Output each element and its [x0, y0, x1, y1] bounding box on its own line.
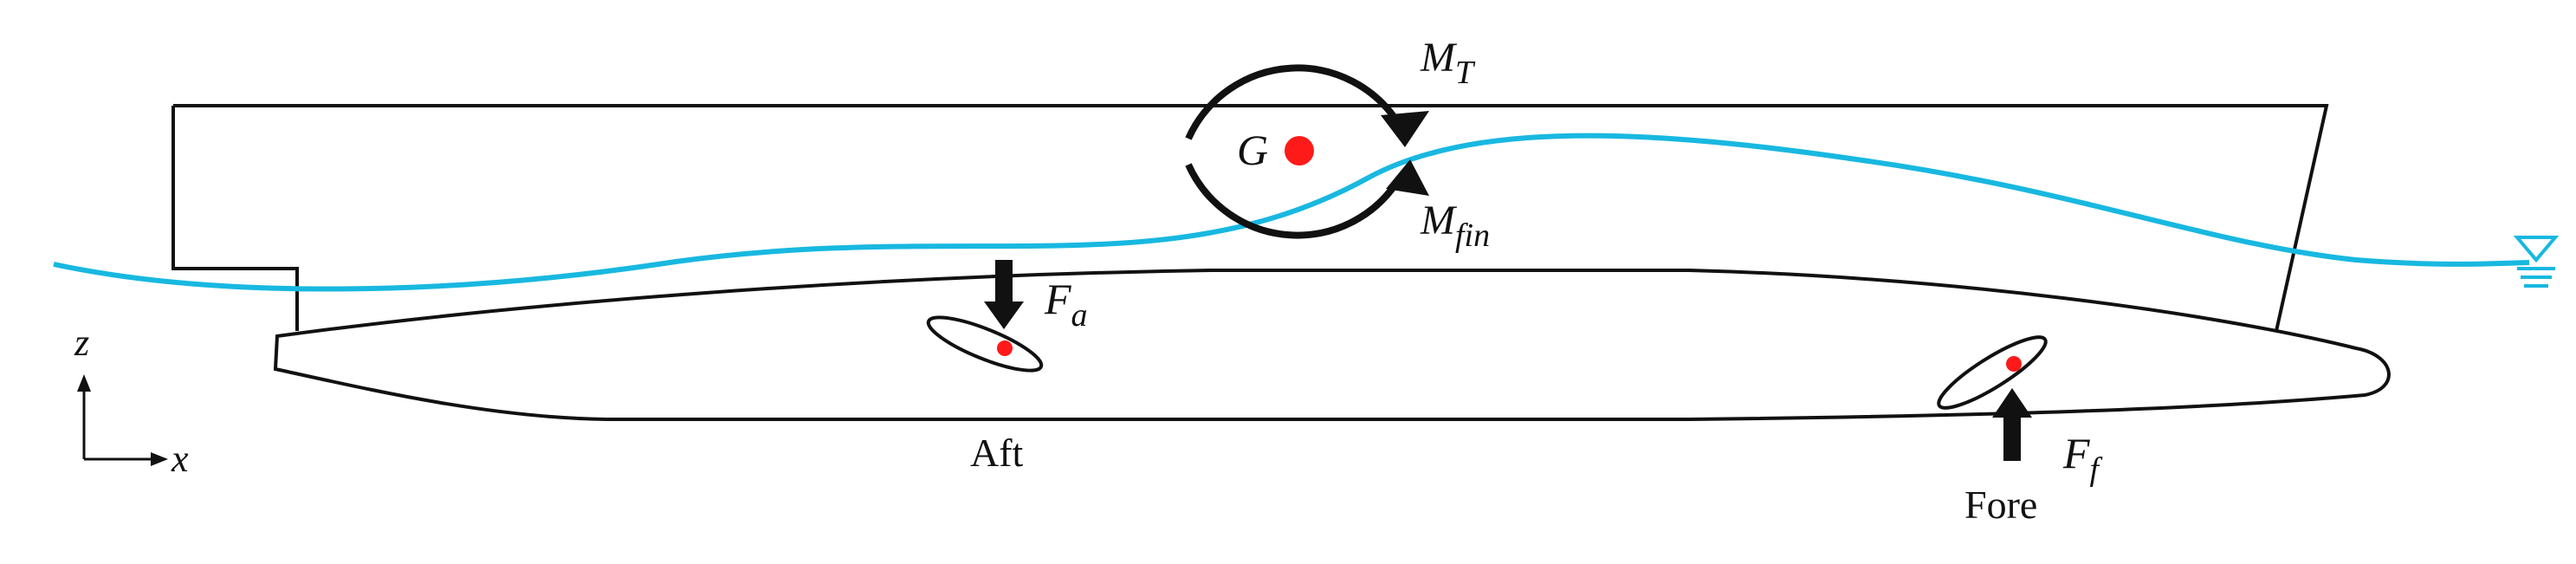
- center-of-gravity-point: [1285, 136, 1314, 165]
- fore-foil-section: [1937, 335, 2048, 410]
- moment-total-label: MT: [1420, 35, 1476, 91]
- waterline-curve: [53, 133, 2530, 292]
- axis-x-label: x: [171, 438, 189, 480]
- hull-upper-outline: [172, 104, 2329, 332]
- fore-label: Fore: [1964, 483, 2037, 527]
- aft-force-point: [997, 340, 1013, 356]
- center-of-gravity-label: G: [1237, 126, 1268, 174]
- moment-arrowhead-fin: [1386, 159, 1429, 196]
- moment-arc-lower: [1185, 163, 1403, 239]
- force-aft-label: Fa: [1044, 275, 1088, 334]
- waterline-triangle-icon: [2513, 236, 2560, 288]
- aft-force-arrow: [984, 260, 1024, 329]
- aft-foil-section: [926, 315, 1044, 373]
- axis-z-label: z: [74, 321, 89, 364]
- moment-arc-upper: [1185, 64, 1403, 140]
- fore-force-point: [2006, 356, 2022, 372]
- force-fore-label: Ff: [2062, 429, 2103, 488]
- moment-arrowhead-total: [1381, 111, 1429, 147]
- fore-force-arrow: [1992, 388, 2032, 461]
- axis-indicator: [77, 374, 168, 466]
- aft-label: Aft: [970, 431, 1024, 475]
- main-float-body: [273, 269, 2391, 421]
- moment-fin-label: Mfin: [1420, 198, 1490, 254]
